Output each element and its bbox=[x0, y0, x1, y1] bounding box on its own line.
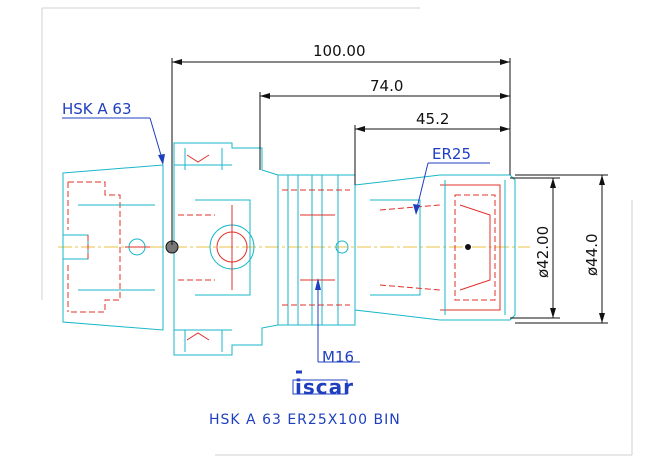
dimension-74 bbox=[259, 92, 511, 175]
diameter-42-label: ø42.00 bbox=[534, 226, 552, 278]
dimension-74-label: 74.0 bbox=[370, 77, 403, 95]
iscar-logo: iscar bbox=[292, 370, 354, 399]
diameter-44 bbox=[515, 174, 608, 324]
dimension-100-label: 100.00 bbox=[313, 42, 366, 60]
logo-text: iscar bbox=[295, 375, 354, 399]
callout-m16-label: M16 bbox=[322, 348, 354, 366]
collet-body bbox=[354, 174, 516, 321]
flange-body bbox=[165, 142, 279, 356]
callout-hsk-leader bbox=[62, 117, 165, 165]
dimension-45 bbox=[354, 125, 510, 185]
callout-m16-leader bbox=[315, 278, 360, 363]
drawing-caption: HSK A 63 ER25X100 BIN bbox=[209, 412, 401, 428]
callout-hsk-label: HSK A 63 bbox=[62, 100, 132, 118]
diameter-42 bbox=[510, 177, 560, 319]
dimension-45-label: 45.2 bbox=[416, 110, 449, 128]
thread-section bbox=[278, 174, 356, 326]
callout-er25-label: ER25 bbox=[432, 145, 471, 163]
hsk-shank bbox=[62, 164, 164, 331]
diameter-44-label: ø44.0 bbox=[583, 233, 601, 276]
callout-er25-leader bbox=[413, 162, 490, 215]
sheet-border bbox=[41, 7, 633, 456]
